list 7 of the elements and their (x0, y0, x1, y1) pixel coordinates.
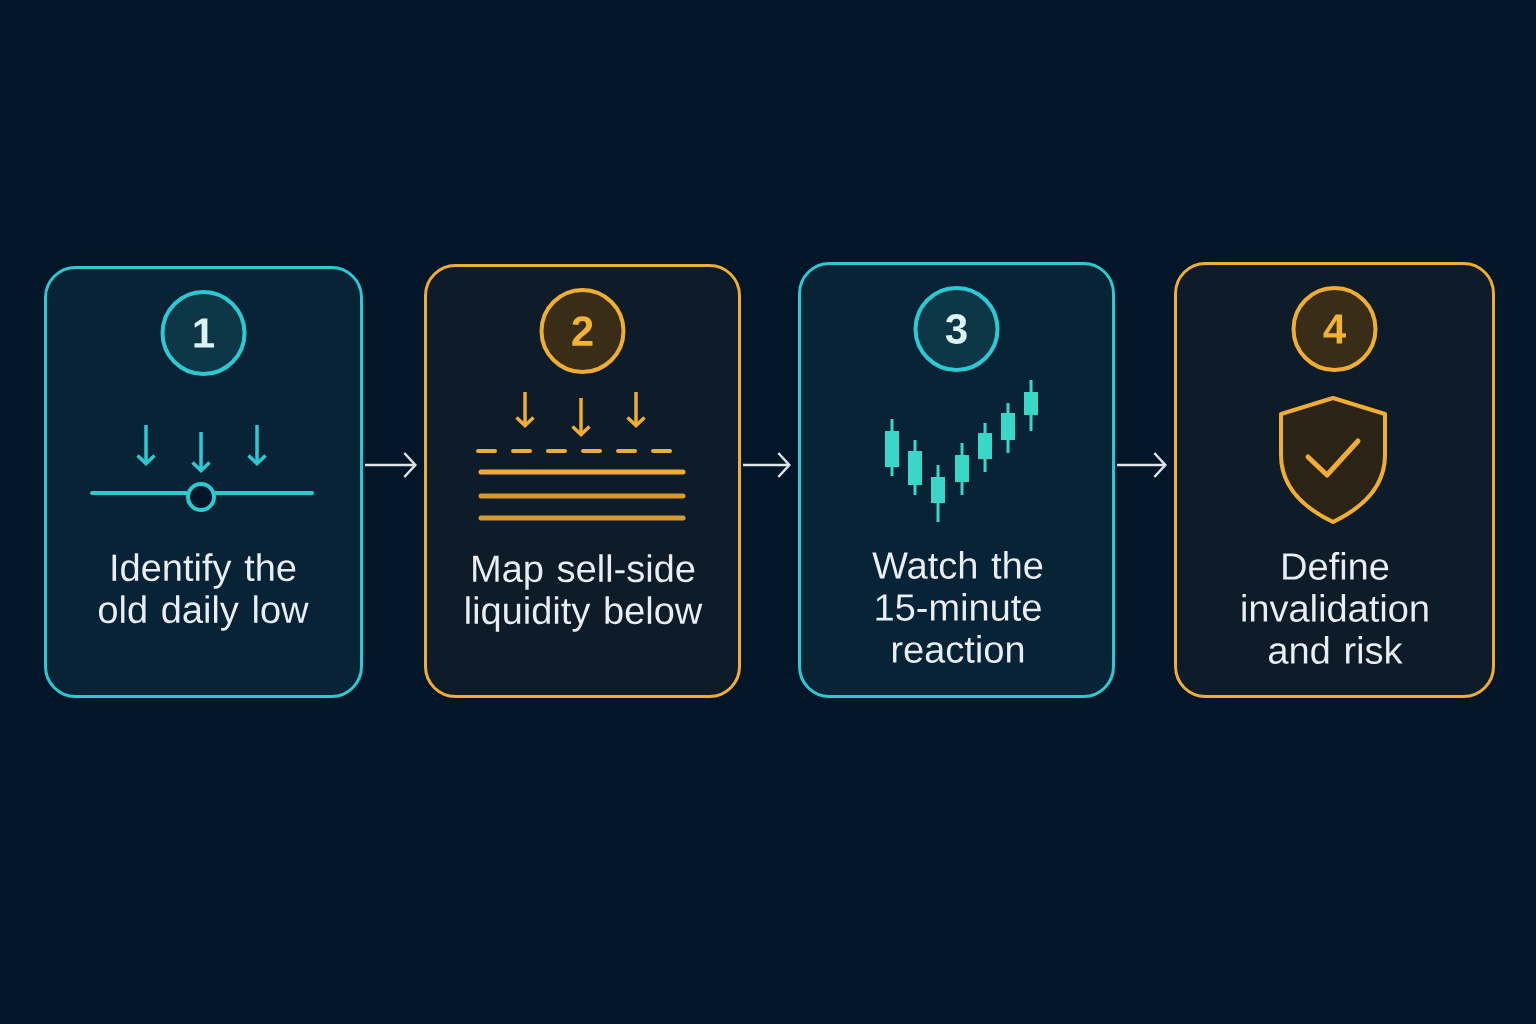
number-badge: 1 (160, 290, 247, 376)
number-badge: 4 (1291, 286, 1378, 372)
arrow (1117, 452, 1167, 478)
arrow (743, 452, 791, 478)
number-badge: 2 (539, 288, 626, 374)
arrow (365, 452, 417, 478)
number-badge: 3 (913, 286, 1000, 372)
